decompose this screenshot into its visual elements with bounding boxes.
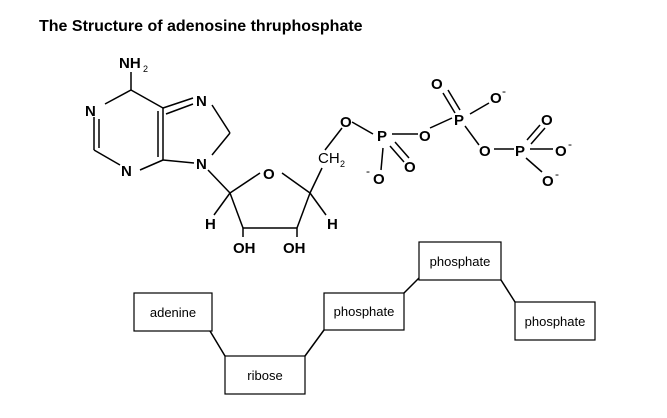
n1-atom: N <box>85 103 96 120</box>
ch2-label: CH <box>318 150 340 167</box>
o2-right-atom: O <box>490 90 502 107</box>
h-right-atom: H <box>327 216 338 233</box>
phosphate-label-1: phosphate <box>334 304 395 319</box>
ribose-label: ribose <box>247 368 282 383</box>
ribose-bonds <box>207 127 343 237</box>
o1-bottom-atom: O <box>373 171 385 188</box>
diagram-title: The Structure of adenosine thruphosphate <box>39 18 363 35</box>
o-link1-atom: O <box>340 114 352 131</box>
o-link2-atom: O <box>419 128 431 145</box>
o3-bottom-atom: O <box>542 173 554 190</box>
nh2-subscript: 2 <box>143 64 148 74</box>
ribose-box: ribose <box>224 355 306 395</box>
n7-atom: N <box>196 93 207 110</box>
h-left-atom: H <box>205 216 216 233</box>
phosphate-bonds <box>351 89 553 173</box>
n9-atom: N <box>196 156 207 173</box>
schematic-connectors <box>209 277 516 357</box>
phosphate-label-2: phosphate <box>430 254 491 269</box>
o1-minus-sign: - <box>366 164 370 178</box>
o1-double-atom: O <box>404 159 416 176</box>
o2-minus-sign: - <box>502 84 506 98</box>
ring-oxygen-atom: O <box>263 166 275 183</box>
phosphate-box-3: phosphate <box>514 301 596 341</box>
nh2-label: NH <box>119 55 141 72</box>
p2-atom: P <box>454 112 464 129</box>
phosphate-label-3: phosphate <box>525 314 586 329</box>
adenine-label: adenine <box>150 305 196 320</box>
oh-left-label: OH <box>233 240 256 257</box>
p1-atom: P <box>377 128 387 145</box>
adenine-box: adenine <box>133 292 213 332</box>
o3-right-atom: O <box>555 143 567 160</box>
n3-atom: N <box>121 163 132 180</box>
o3-top-atom: O <box>541 112 553 129</box>
o2-top-atom: O <box>431 76 443 93</box>
p3-atom: P <box>515 143 525 160</box>
phosphate-box-2: phosphate <box>418 241 502 281</box>
o-link3-atom: O <box>479 143 491 160</box>
atom-labels: NH 2 N N N N O CH 2 H H OH OH O P - O O … <box>85 55 572 257</box>
adenine-bonds <box>93 72 231 171</box>
o3-right-minus-sign: - <box>568 137 572 151</box>
ch2-subscript: 2 <box>340 159 345 169</box>
o3-bottom-minus-sign: - <box>555 167 559 181</box>
oh-right-label: OH <box>283 240 306 257</box>
phosphate-box-1: phosphate <box>323 292 405 331</box>
